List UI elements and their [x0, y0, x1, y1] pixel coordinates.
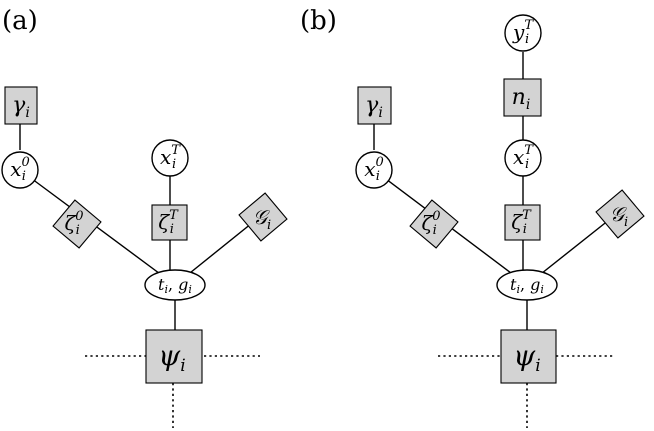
svg-text:γi: γi [365, 93, 383, 121]
svg-text:xTi: xTi [160, 143, 181, 172]
panel-b-label: (b) [300, 6, 337, 36]
factor-gamma: γi [4, 86, 38, 125]
svg-text:ti, gi: ti, gi [158, 275, 192, 296]
variable-tg: ti, gi [144, 269, 206, 301]
svg-text:γi: γi [12, 93, 30, 121]
svg-text:𝒢i: 𝒢i [253, 205, 271, 233]
svg-text:ζ0i: ζ0i [64, 209, 83, 238]
svg-text:x0i: x0i [10, 155, 30, 184]
factor-G: 𝒢i [595, 189, 645, 239]
svg-text:yTi: yTi [512, 18, 534, 47]
svg-text:ζTi: ζTi [511, 208, 532, 237]
edge-x0-tg [19, 169, 176, 286]
factor-psi: ψi [145, 329, 203, 384]
factor-psi: ψi [500, 329, 557, 384]
svg-text:x0i: x0i [364, 155, 384, 184]
svg-text:𝒢i: 𝒢i [610, 202, 628, 230]
svg-text:ti, gi: ti, gi [510, 275, 544, 296]
svg-text:ψi: ψi [158, 339, 185, 376]
panel-a-label: (a) [2, 6, 38, 36]
svg-text:xTi: xTi [513, 143, 534, 172]
svg-text:ψi: ψi [513, 339, 540, 376]
svg-text:ζTi: ζTi [158, 208, 179, 237]
svg-text:ni: ni [512, 85, 531, 113]
factor-gamma: γi [357, 86, 392, 125]
variable-tg: ti, gi [496, 269, 558, 301]
factor-G: 𝒢i [238, 192, 288, 242]
factor-n: ni [503, 78, 542, 117]
svg-text:ζ0i: ζ0i [421, 209, 440, 238]
